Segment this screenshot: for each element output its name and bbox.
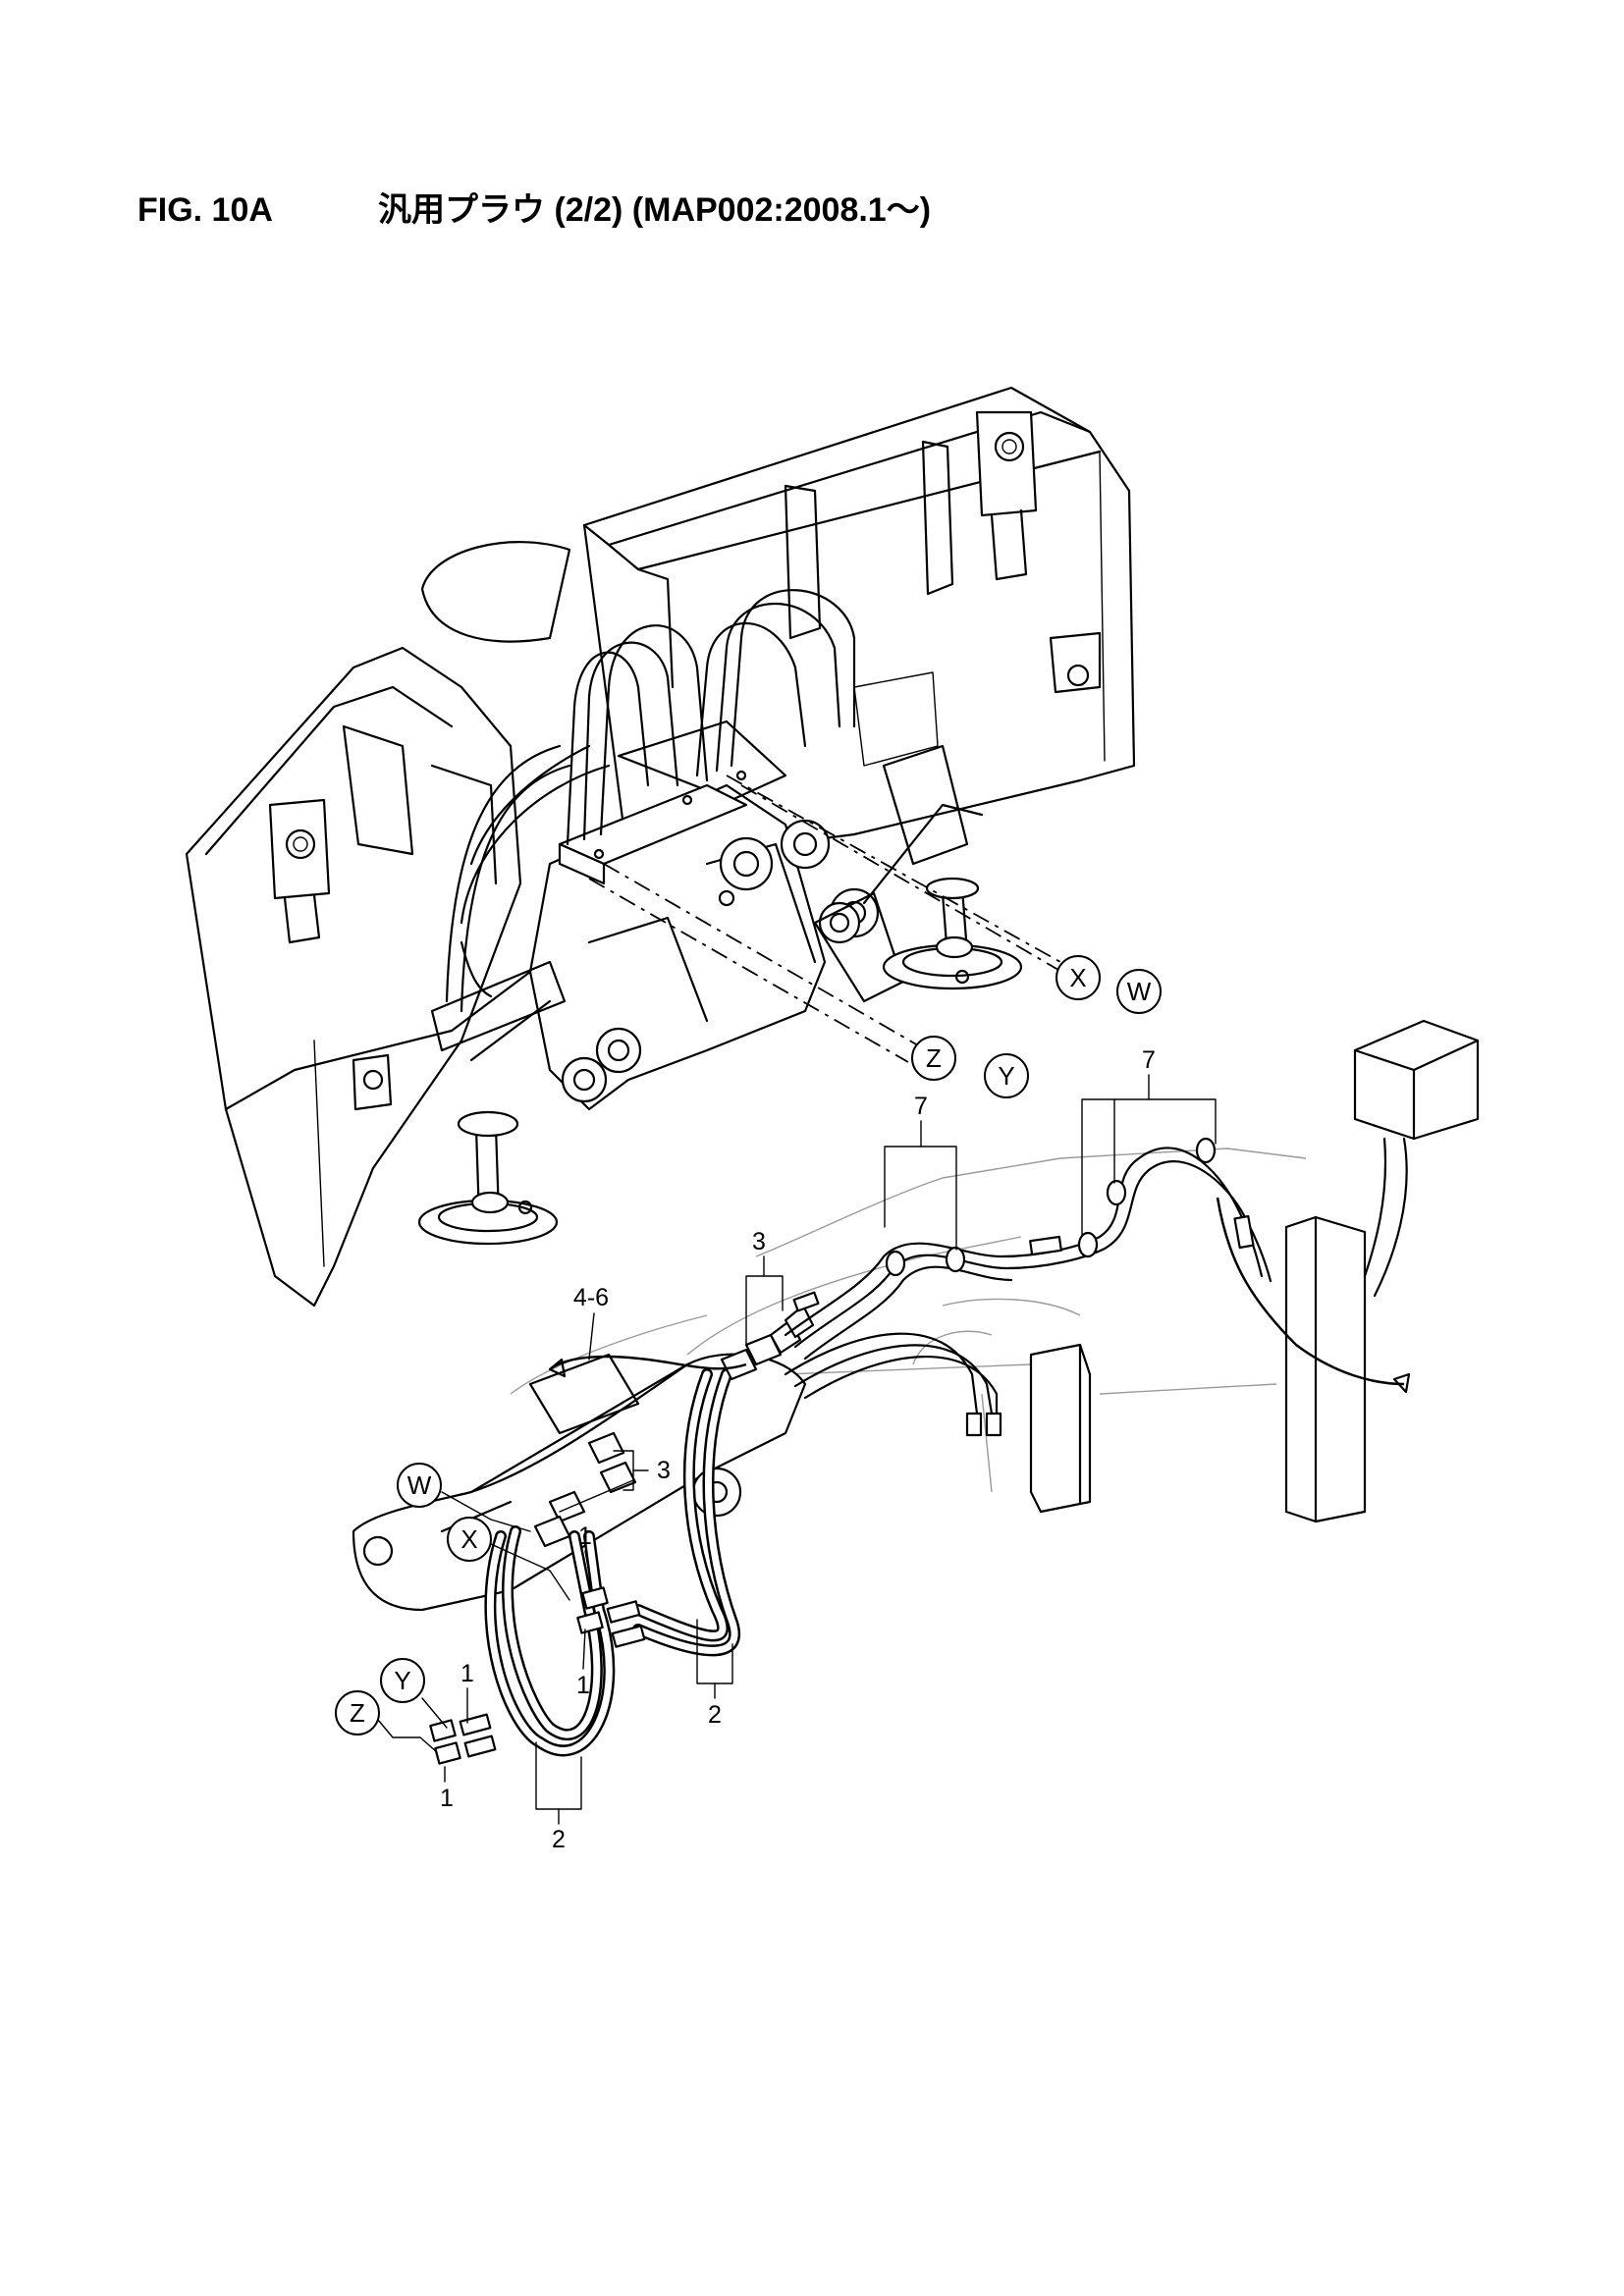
svg-text:X: X	[460, 1524, 477, 1554]
callout-w-top: W	[1116, 969, 1162, 1014]
part-number-3-mid: 3	[657, 1457, 671, 1484]
hose-harness-item7	[784, 1137, 1272, 1437]
part-number-1-c: 1	[460, 1660, 474, 1687]
part-number-7-right: 7	[1142, 1046, 1156, 1074]
callout-x-left: X	[447, 1517, 492, 1562]
wire-harness-item4-6	[548, 1197, 1411, 1394]
part-number-4-6: 4-6	[573, 1284, 609, 1311]
svg-text:Y: Y	[394, 1666, 410, 1695]
part-number-2-left: 2	[552, 1826, 566, 1853]
figure-title: 汎用プラウ (2/2) (MAP002:2008.1～)	[378, 191, 932, 229]
figure-number: FIG. 10A	[137, 191, 273, 229]
part-number-2-right: 2	[708, 1701, 722, 1729]
leader-lines	[377, 1074, 1217, 1825]
callout-x-top: X	[1056, 955, 1101, 1000]
part-number-1-b: 1	[576, 1672, 590, 1699]
svg-text:W: W	[407, 1470, 432, 1500]
part-number-7-left: 7	[914, 1093, 928, 1120]
page-header: FIG. 10A 汎用プラウ (2/2) (MAP002:2008.1～)	[137, 183, 931, 231]
callout-y-top: Y	[984, 1053, 1029, 1098]
svg-text:Y: Y	[998, 1061, 1014, 1091]
callout-z-top: Z	[911, 1036, 956, 1081]
part-number-3-top: 3	[752, 1228, 766, 1255]
svg-text:Z: Z	[926, 1043, 942, 1073]
hydraulic-hoses-item2	[429, 1304, 815, 1765]
callout-w-left: W	[397, 1463, 442, 1508]
svg-text:Z: Z	[350, 1698, 365, 1728]
callout-z-left: Z	[335, 1690, 380, 1735]
part-number-1-d: 1	[440, 1785, 454, 1812]
svg-text:X: X	[1069, 963, 1086, 992]
callout-y-left: Y	[380, 1658, 425, 1703]
plow-blade-drawing	[185, 386, 1136, 1308]
part-number-1-a: 1	[578, 1522, 592, 1550]
svg-text:W: W	[1127, 977, 1152, 1006]
